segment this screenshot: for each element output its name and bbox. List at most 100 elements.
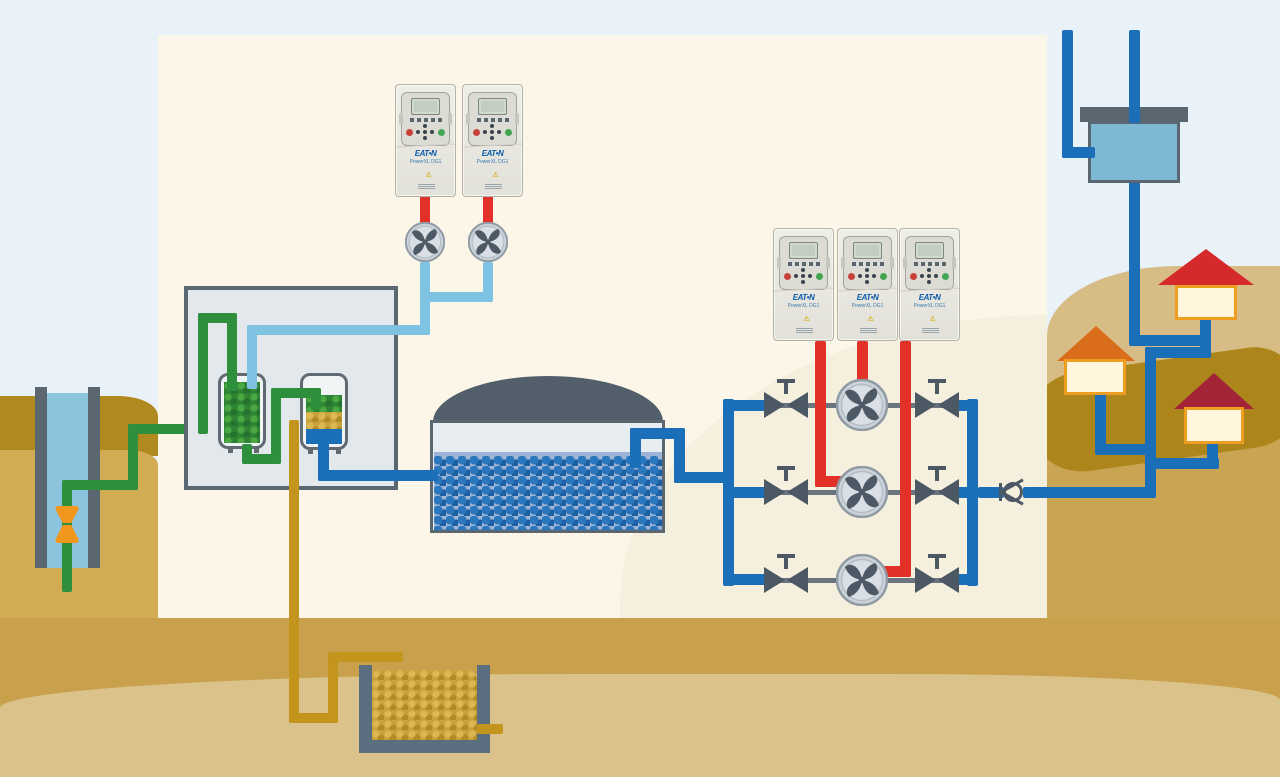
drive-ok-button [865, 274, 869, 278]
vessel-leg [254, 446, 259, 453]
pump3-power-cable-down [900, 341, 911, 577]
well-wall-left [35, 387, 47, 568]
drive-left-button [920, 274, 924, 278]
drive-panel-tab-right [515, 113, 519, 125]
raw-water-pipe-into-vessel [227, 313, 237, 391]
distribution-pipe-to-check-valve [978, 487, 1004, 498]
aeration-vessel [218, 373, 266, 449]
drive-brand-logo: EAT•N [414, 149, 437, 158]
air-pipe-blower2-tie [420, 292, 493, 302]
tower-down-pipe [1129, 181, 1140, 346]
house3-branch [1145, 458, 1219, 469]
drive-start-button [880, 273, 887, 280]
drive-brand-logo: EAT•N [918, 293, 941, 302]
isolation-valve-suction-2 [764, 466, 808, 505]
sludge-pipe-bottom [289, 713, 338, 723]
reservoir-outlet-dip [630, 428, 641, 468]
drive-panel-tab-right [448, 113, 452, 125]
house-maroon-roof [1174, 373, 1254, 409]
suction-stub-row2 [723, 487, 767, 498]
water-tower-body [1088, 121, 1180, 183]
warning-icon: ⚠ [929, 316, 938, 323]
aeration-vessel-media [224, 382, 260, 443]
distribution-upper-run [1145, 347, 1211, 358]
drive-model-label: PowerXL DG1 [787, 303, 820, 309]
drive-model-label: PowerXL DG1 [851, 303, 884, 309]
drive-keypad-panel [841, 236, 894, 290]
drive-down-button [490, 136, 494, 140]
tower-fill-pipe [1129, 30, 1140, 123]
discharge-stub-row2 [948, 487, 978, 498]
transfer-pipe-bottom [242, 454, 281, 464]
drive-ok-button [927, 274, 931, 278]
suction-stub-row3 [723, 574, 767, 585]
drive-left-button [794, 274, 798, 278]
isolation-valve-discharge-3 [915, 554, 959, 593]
drive-brand-logo: EAT•N [856, 293, 879, 302]
settling-vessel-water-layer [306, 429, 342, 444]
discharge-stub-row1 [948, 400, 978, 411]
drive-panel-tab-left [903, 257, 907, 269]
drive-panel-tab-left [841, 257, 845, 269]
drive-up-button [423, 124, 427, 128]
drive-start-button [505, 129, 512, 136]
vessel-leg [336, 447, 341, 454]
raw-water-pipe-cabinet-riser [198, 313, 208, 434]
clear-water-pipe-into-plant [318, 440, 329, 481]
drive-model-label: PowerXL DG1 [476, 159, 509, 165]
drive-rating-label [418, 184, 435, 189]
vessel-leg [228, 446, 233, 453]
sludge-pipe-down [289, 420, 299, 723]
pump-fan-icon [835, 553, 889, 607]
drive-right-button [497, 130, 501, 134]
drive-up-button [865, 268, 869, 272]
aeration-blower-1 [404, 221, 446, 267]
drive-left-button [416, 130, 420, 134]
drive-lcd-screen [853, 242, 882, 259]
drive-stop-button [473, 129, 480, 136]
tower-side-riser [1062, 30, 1073, 158]
house-orange-roof [1057, 326, 1135, 361]
distribution-main [1023, 487, 1156, 498]
raw-water-pipe-riser [128, 424, 138, 490]
drive-right-button [808, 274, 812, 278]
pump2-power-cable-over [815, 476, 853, 487]
drive-model-label: PowerXL DG1 [913, 303, 946, 309]
drive-stop-button [784, 273, 791, 280]
raw-water-pipe-to-plant [128, 424, 210, 434]
drive-up-button [490, 124, 494, 128]
reservoir-feed-to-manifold [674, 472, 734, 483]
drive-rating-label [485, 184, 502, 189]
house-maroon-body [1184, 407, 1244, 444]
drive-panel-tab-right [826, 257, 830, 269]
clear-water-pipe-to-reservoir [318, 470, 438, 481]
drive-keypad-panel [903, 236, 956, 290]
warning-icon: ⚠ [492, 172, 501, 179]
drive-right-button [430, 130, 434, 134]
drive-panel-tab-right [890, 257, 894, 269]
house-red-roof [1158, 249, 1254, 285]
warning-icon: ⚠ [425, 172, 434, 179]
drive-left-button [858, 274, 862, 278]
warning-icon: ⚠ [803, 316, 812, 323]
drive-keypad-panel [399, 92, 452, 146]
distribution-riser [1145, 347, 1156, 498]
drive-down-button [865, 280, 869, 284]
drive-rating-label [796, 328, 813, 333]
drive-up-button [801, 268, 805, 272]
sludge-basin-contents [372, 670, 477, 740]
drive-stop-button [406, 129, 413, 136]
isolation-valve-discharge-1 [915, 379, 959, 418]
sludge-basin-wall-left [359, 665, 372, 753]
drive-model-label: PowerXL DG1 [409, 159, 442, 165]
drive-softkey-row [477, 118, 509, 122]
tower-side-inlet [1062, 147, 1095, 158]
drive-ok-button [423, 130, 427, 134]
distribution-pump-3 [835, 553, 889, 611]
vfd-drive-blower-2: EAT•N PowerXL DG1 ⚠⚠ [462, 84, 523, 197]
distribution-pump-2 [835, 465, 889, 523]
bottom-ground-light [0, 674, 1280, 777]
drive-keypad-panel [466, 92, 519, 146]
isolation-valve-suction-3 [764, 554, 808, 593]
